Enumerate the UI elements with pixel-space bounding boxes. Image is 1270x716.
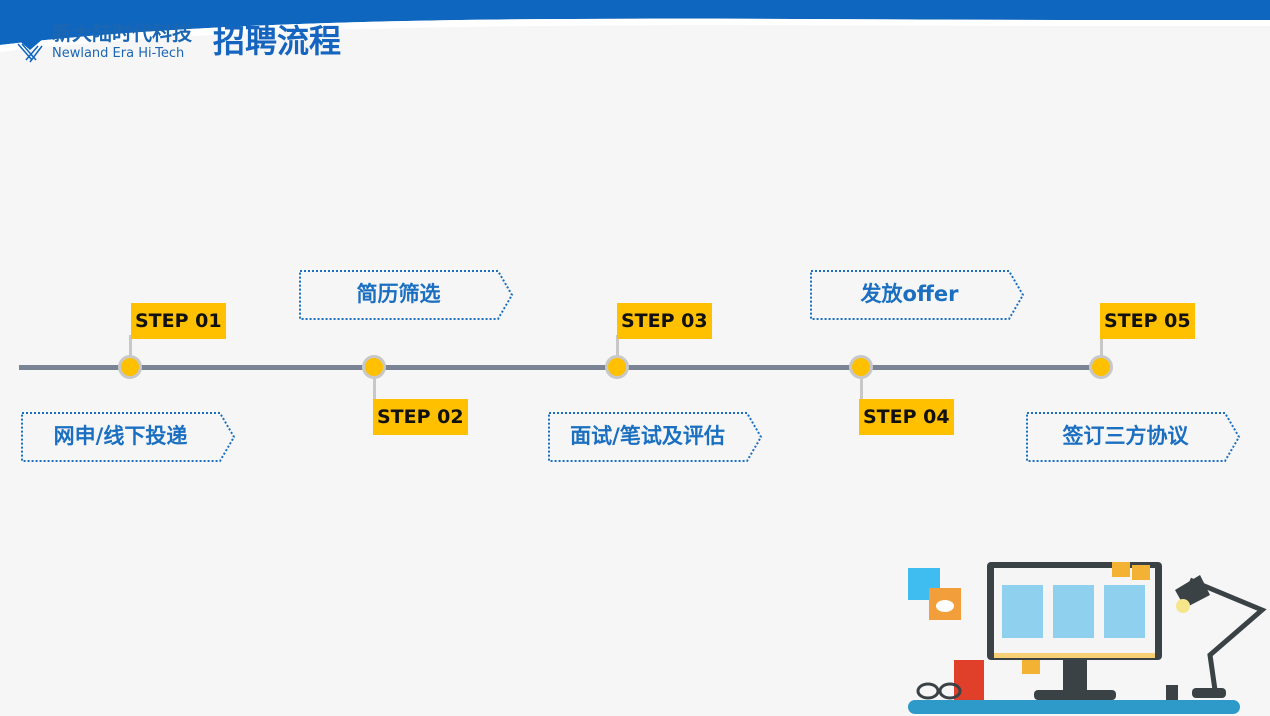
step-connector	[373, 370, 376, 400]
timeline-node-2	[362, 355, 386, 379]
step-desc-box-3: 面试/笔试及评估	[548, 412, 763, 462]
step-label-5: STEP 05	[1100, 303, 1195, 339]
step-desc-1: 网申/线下投递	[53, 424, 188, 448]
step-label-4: STEP 04	[859, 399, 954, 435]
step-desc-box-2: 简历筛选	[299, 270, 514, 320]
glasses-icon	[916, 682, 962, 700]
step-label-3: STEP 03	[617, 303, 712, 339]
timeline-node-5	[1089, 355, 1113, 379]
step-desc-box-5: 签订三方协议	[1026, 412, 1241, 462]
logo-text-cn: 新大陆时代科技	[52, 21, 192, 45]
logo-icon	[16, 26, 44, 63]
step-connector	[860, 370, 863, 400]
pen-icon	[1166, 685, 1178, 700]
document-icon	[1002, 585, 1043, 638]
desk-icon	[908, 700, 1240, 714]
timeline-node-1	[118, 355, 142, 379]
document-icon	[1053, 585, 1094, 638]
step-connector	[1100, 335, 1103, 361]
timeline-node-3	[605, 355, 629, 379]
step-connector	[129, 335, 132, 361]
step-desc-3: 面试/笔试及评估	[570, 424, 725, 448]
timeline-node-4	[849, 355, 873, 379]
step-desc-2: 简历筛选	[356, 282, 441, 306]
step-desc-5: 签订三方协议	[1062, 424, 1189, 448]
step-desc-4: 发放offer	[860, 282, 959, 306]
upload-icon	[1104, 585, 1145, 638]
logo-text-en: Newland Era Hi-Tech	[52, 46, 185, 61]
step-label-1: STEP 01	[131, 303, 226, 339]
step-desc-box-4: 发放offer	[810, 270, 1025, 320]
step-connector	[616, 335, 619, 361]
step-desc-box-1: 网申/线下投递	[21, 412, 236, 462]
step-label-2: STEP 02	[373, 399, 468, 435]
lamp-icon	[1189, 577, 1267, 691]
timeline	[19, 365, 1104, 370]
desk-illustration	[908, 562, 1267, 714]
page-title: 招聘流程	[213, 22, 342, 60]
